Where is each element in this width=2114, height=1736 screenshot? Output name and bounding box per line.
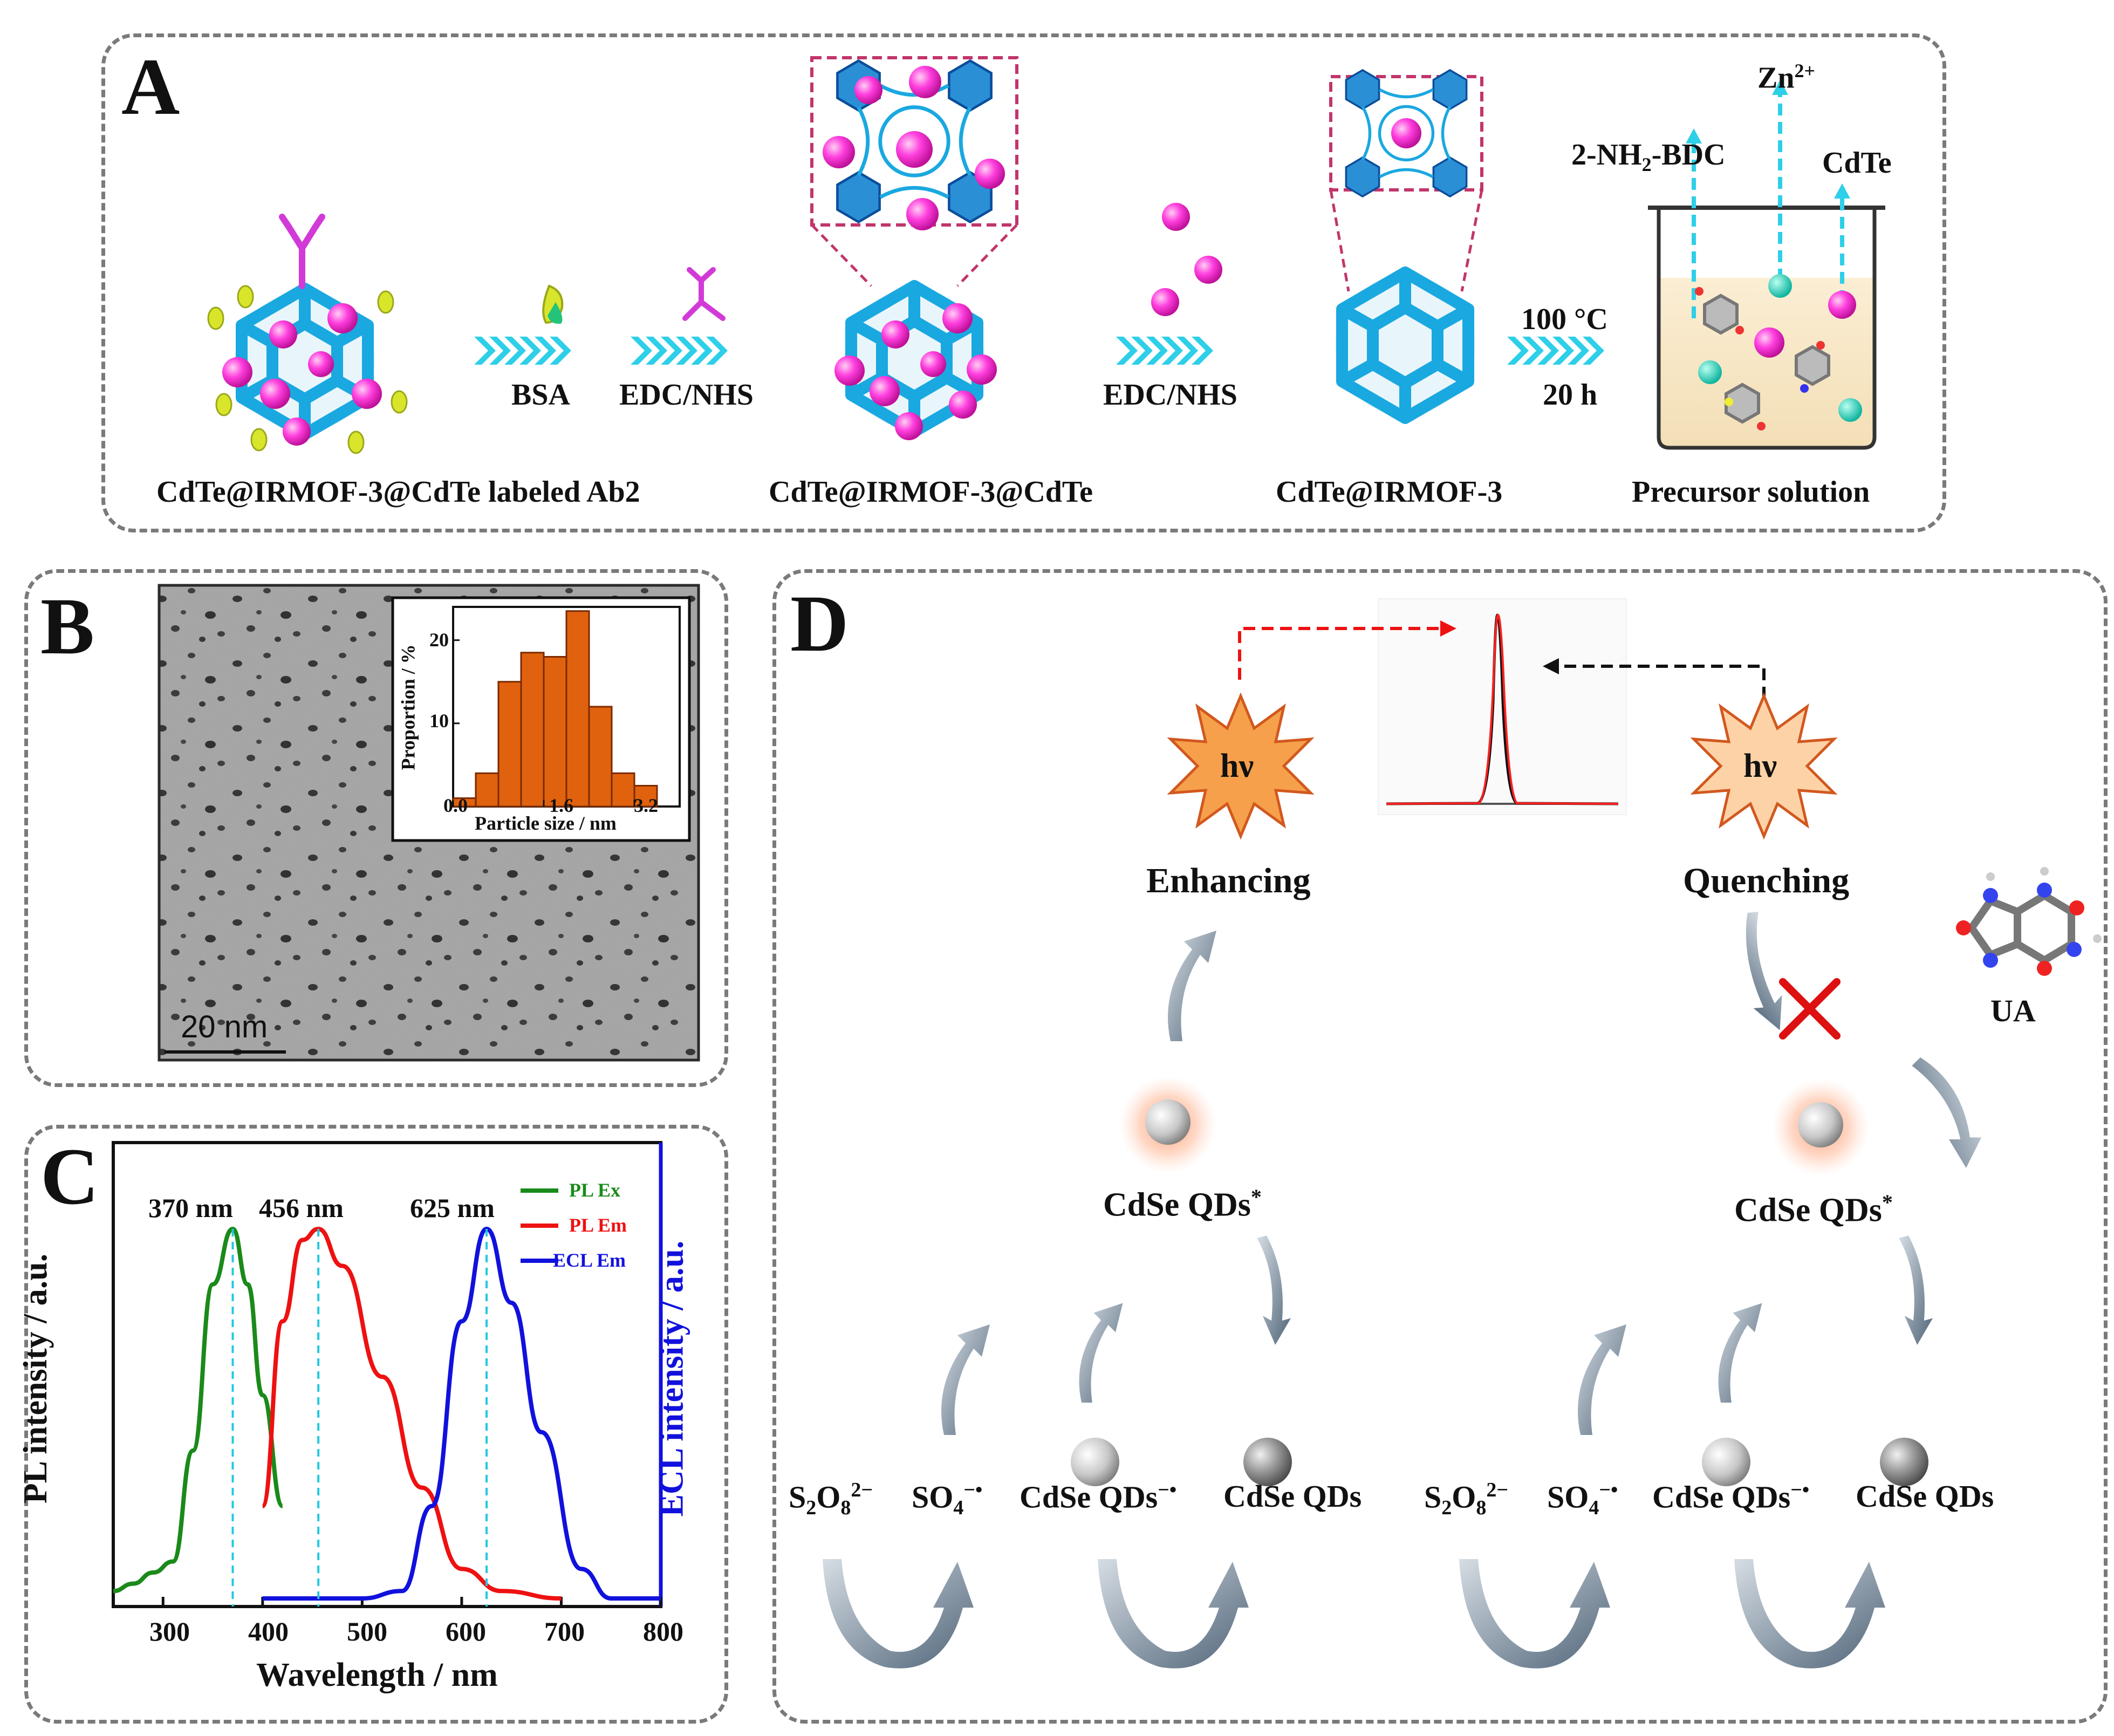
peak-label-456: 456 nm <box>259 1193 344 1223</box>
histogram-bar <box>565 610 590 808</box>
spectra-xtick: 500 <box>347 1616 387 1646</box>
histogram-xtick: 1.6 <box>549 795 573 816</box>
spectra-xtick: 600 <box>446 1616 486 1646</box>
label-temp: 100 °C <box>1521 303 1608 336</box>
enhancing-label: Enhancing <box>1146 861 1311 900</box>
histogram-ytick: 10 <box>429 710 449 732</box>
histogram-bar <box>520 652 545 808</box>
legend-ecl-em: ECL Em <box>553 1249 626 1271</box>
panel-d-letter: D <box>790 579 849 668</box>
irmof-cdte-inset <box>810 56 1018 230</box>
label-cdte: CdTe <box>1822 146 1892 180</box>
label-edc-1: EDC/NHS <box>619 378 754 412</box>
cdte-dot-icon <box>1162 203 1190 231</box>
spectra-xlabel: Wavelength / nm <box>256 1657 498 1693</box>
qd-anion-icon <box>1071 1438 1119 1486</box>
excited-qd-label-left: CdSe QDs* <box>1103 1185 1262 1224</box>
excited-qd-icon <box>1145 1099 1191 1145</box>
hv-label-right: hν <box>1743 748 1777 784</box>
spectra-xtick: 400 <box>248 1616 289 1646</box>
ua-label: UA <box>1990 993 2036 1028</box>
histogram-bar <box>633 784 658 808</box>
panel-b-letter: B <box>40 582 95 671</box>
spectra-xtick: 300 <box>149 1616 190 1646</box>
labeled-ab2-cage-icon <box>207 214 408 454</box>
panel-a-letter: A <box>121 42 180 132</box>
qd-anion-label-right: CdSe QDs−• <box>1652 1479 1810 1515</box>
label-edc-2: EDC/NHS <box>1103 378 1237 412</box>
peak-label-370: 370 nm <box>148 1193 233 1223</box>
qd-anion-label-left: CdSe QDs−• <box>1020 1479 1177 1515</box>
sulfate-radical-label-right: SO4−• <box>1547 1479 1618 1519</box>
peak-label-625: 625 nm <box>410 1193 495 1223</box>
label-zn: Zn2+ <box>1757 60 1816 95</box>
tem-scale-bar-label: 20 nm <box>181 1009 268 1044</box>
sulfate-radical-label-left: SO4−• <box>912 1479 983 1519</box>
persulfate-label-left: S2O82− <box>789 1479 873 1519</box>
spectrum-line <box>113 1226 284 1594</box>
legend-pl-ex: PL Ex <box>569 1179 621 1201</box>
uric-acid-molecule-icon <box>1967 891 2075 965</box>
irmof-cdte-cage-icon <box>834 286 997 440</box>
label-bdc: 2-NH2-BDC <box>1571 138 1726 176</box>
antibody-icon <box>682 267 726 321</box>
panel-d <box>772 569 2108 1724</box>
spectra-xtick: 700 <box>544 1616 585 1646</box>
histogram-bar <box>475 772 500 808</box>
histogram-bar <box>611 772 635 808</box>
qd-label-left: CdSe QDs <box>1223 1479 1362 1514</box>
excited-qd-label-right: CdSe QDs* <box>1734 1190 1893 1229</box>
histogram-xtick: 0.0 <box>443 795 468 816</box>
label-labeled-ab2: CdTe@IRMOF-3@CdTe labeled Ab2 <box>156 475 640 509</box>
qd-icon <box>1243 1438 1292 1486</box>
panel-c <box>24 1125 728 1724</box>
histogram-ytick: 20 <box>429 629 449 651</box>
spectra-xtick: 800 <box>643 1616 683 1646</box>
label-irmof-cdte: CdTe@IRMOF-3@CdTe <box>769 475 1093 509</box>
legend-pl-em: PL Em <box>569 1214 627 1236</box>
hv-label-left: hν <box>1220 748 1254 784</box>
label-bsa: BSA <box>511 378 570 412</box>
label-precursor: Precursor solution <box>1632 475 1870 509</box>
quenching-label: Quenching <box>1683 861 1850 900</box>
histogram-bar <box>497 681 522 808</box>
spectrum-line <box>260 1226 562 1601</box>
persulfate-label-right: S2O82− <box>1424 1479 1509 1519</box>
histogram-xtick: 3.2 <box>634 795 658 816</box>
label-time: 20 h <box>1543 378 1598 412</box>
label-irmof: CdTe@IRMOF-3 <box>1276 475 1503 509</box>
qd-label-right: CdSe QDs <box>1856 1479 1994 1514</box>
histogram-bar <box>588 706 613 808</box>
panel-a <box>101 33 1946 532</box>
blocked-cross-icon <box>1779 978 1841 1040</box>
irmof-inset <box>1329 70 1483 196</box>
beaker-icon <box>1648 80 1885 450</box>
panel-c-letter: C <box>40 1132 99 1221</box>
panel-b <box>24 569 728 1087</box>
histogram-xlabel: Particle size / nm <box>475 812 617 834</box>
